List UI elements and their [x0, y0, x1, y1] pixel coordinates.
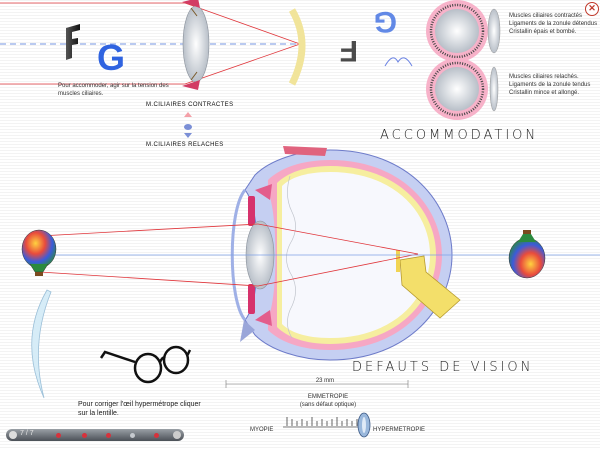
nav-dot[interactable] — [106, 432, 111, 438]
navigation-bar: 7 / 7 — [6, 429, 184, 441]
ciliary-muscle — [182, 0, 200, 8]
blurred-image: F G — [340, 5, 413, 67]
svg-text:G: G — [374, 5, 397, 38]
balloon-image-icon — [508, 230, 546, 279]
vision-defects-title: DEFAUTS DE VISION — [352, 360, 534, 375]
glasses-icon — [99, 345, 192, 384]
toggle-knob[interactable] — [183, 112, 193, 138]
balloon-icon — [21, 229, 57, 276]
myopie-label: MYOPIE — [250, 427, 274, 433]
slider-top-labels: EMMETROPIE (sans défaut optique) — [290, 393, 366, 409]
svg-text:F: F — [340, 34, 358, 67]
crystalline-lens — [182, 5, 210, 83]
eye-cross-section — [230, 146, 461, 361]
emmetropie-sublabel: (sans défaut optique) — [299, 402, 357, 408]
light-ray — [257, 253, 419, 287]
slider-thumb[interactable] — [357, 412, 371, 438]
info-contractes: Muscles ciliaires contractés Ligaments d… — [509, 12, 599, 36]
light-ray — [39, 223, 259, 237]
light-ray — [184, 43, 301, 85]
light-ray — [184, 2, 301, 45]
letter-f-object — [66, 24, 80, 60]
nav-dot[interactable] — [154, 432, 159, 438]
lens-caption: Pour corriger l'œil hypermétrope cliquer… — [78, 401, 201, 417]
hypermetropie-label: HYPERMETROPIE — [373, 427, 426, 433]
next-button[interactable] — [173, 431, 181, 439]
home-button[interactable] — [9, 431, 17, 439]
info-line: Muscles ciliaires relachés. — [509, 74, 579, 80]
contractes-button[interactable]: M.CILIAIRES CONTRACTES — [146, 102, 234, 108]
distance-dimension — [225, 380, 409, 388]
accommodation-caption: Pour accommoder, agir sur la tension des… — [58, 83, 169, 97]
focus-curve — [384, 57, 413, 67]
lens-contracted-illustration — [426, 0, 501, 62]
contact-lens-icon[interactable] — [31, 289, 52, 399]
relaches-button[interactable]: M.CILIAIRES RELACHES — [146, 142, 224, 148]
zonule-ligament — [190, 71, 198, 81]
light-ray — [257, 223, 419, 255]
info-line: Muscles ciliaires contractés — [509, 13, 583, 19]
light-ray — [39, 271, 259, 287]
accommodation-title: ACCOMMODATION — [380, 128, 539, 143]
ciliary-muscle — [182, 80, 200, 90]
info-line: Cristallin épais et bombé. — [509, 29, 577, 35]
info-line: Ligaments de la zonule tendus — [509, 82, 591, 88]
info-line: Cristallin mince et allongé. — [509, 90, 580, 96]
lens-relaxed-illustration — [426, 58, 499, 120]
accommodation-diagram — [0, 0, 306, 90]
page-counter: 7 / 7 — [20, 430, 34, 437]
info-line: Ligaments de la zonule détendus — [509, 21, 598, 27]
info-relaches: Muscles ciliaires relachés. Ligaments de… — [509, 73, 599, 97]
muscle-toggle: M.CILIAIRES CONTRACTES M.CILIAIRES RELAC… — [143, 98, 239, 154]
slider-scale — [283, 417, 367, 428]
close-icon: ✕ — [588, 3, 596, 13]
emmetropie-label: EMMETROPIE — [307, 394, 349, 400]
nav-dot[interactable] — [56, 432, 61, 438]
nav-dot[interactable] — [130, 432, 135, 438]
distance-label: 23 mm — [315, 378, 335, 384]
retina-screen — [288, 8, 306, 86]
nav-dot[interactable] — [82, 432, 87, 438]
letter-g-object: G — [97, 37, 125, 78]
close-button[interactable]: ✕ — [585, 2, 599, 16]
zonule-ligament — [190, 7, 198, 17]
